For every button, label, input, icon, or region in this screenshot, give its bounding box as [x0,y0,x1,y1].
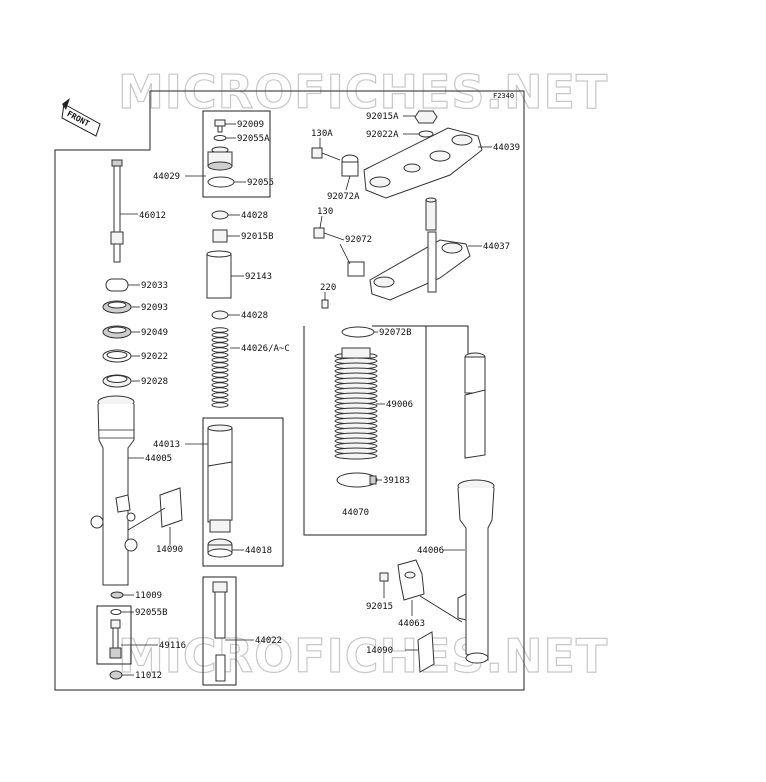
label-92049: 92049 [141,328,168,338]
outer-tube-44006 [457,479,495,664]
figure-code: F2340 [493,92,514,100]
boot-49006 [334,347,378,460]
clamp-92072 [347,261,365,277]
label-92072A: 92072A [327,192,360,202]
label-44022: 44022 [255,636,282,646]
label-220: 220 [320,283,336,293]
label-92015: 92015 [366,602,393,612]
gasket-92055B [110,609,122,615]
boot-group-box-top [426,325,469,380]
bushing-92028 [102,374,132,388]
clamp-92072A [341,154,359,177]
nut-11012 [109,670,123,680]
bushing-92049 [102,325,132,339]
collar-44018 [207,538,233,558]
rod-44022 [212,581,228,682]
label-92055: 92055 [247,178,274,188]
spacer-92143 [206,250,232,299]
band-39183 [336,472,378,488]
holder-44063 [397,559,425,601]
o-ring-92055A [213,135,227,141]
label-11012: 11012 [135,671,162,681]
label-92055B: 92055B [135,608,168,618]
caution-label-14090-left [159,487,183,528]
label-14090-left: 14090 [156,545,183,555]
lower-clamp-44037 [369,197,471,301]
label-92015B: 92015B [241,232,274,242]
o-ring-92055 [207,176,235,188]
seat-44028-lower [211,310,229,320]
washer-92022 [102,349,132,363]
label-39183: 39183 [383,476,410,486]
44022-group-box [202,576,237,686]
label-44018: 44018 [245,546,272,556]
adjuster-49116 [109,619,122,659]
label-44026: 44026/A~C [241,344,290,354]
inner-tube [464,352,486,459]
label-92009: 92009 [237,120,264,130]
bolt-220 [321,292,329,309]
label-14090-right: 14090 [366,646,393,656]
cap-44029 [207,146,233,171]
seat-44028-upper [211,210,229,220]
bolt-130 [313,227,345,241]
bolt-130A [311,147,341,161]
label-92055A: 92055A [237,134,270,144]
label-92072: 92072 [345,235,372,245]
label-44013: 44013 [153,440,180,450]
label-46012: 46012 [139,211,166,221]
bolt-11009 [110,591,124,599]
label-92028: 92028 [141,377,168,387]
44013-group-box [202,417,284,567]
label-130: 130 [317,207,333,217]
front-arrow-icon: FRONT [61,98,101,137]
label-44037: 44037 [483,242,510,252]
cap-group-box [202,110,271,198]
label-44005: 44005 [145,454,172,464]
upper-clamp-44039 [363,127,483,199]
fork-tube-46012 [110,159,124,263]
watermark-bottom: MICROFICHES.NET [118,629,608,683]
label-44063: 44063 [398,619,425,629]
label-44028-lower: 44028 [241,311,268,321]
outer-tube-44005 [90,395,138,586]
caution-label-14090-right [417,631,435,673]
label-92022: 92022 [141,352,168,362]
label-49116: 49116 [159,641,186,651]
label-44006: 44006 [417,546,444,556]
watermark-top: MICROFICHES.NET [118,65,608,119]
label-92072B: 92072B [379,328,412,338]
nut-92015A [414,110,438,124]
label-44029: 44029 [153,172,180,182]
label-49006: 49006 [386,400,413,410]
boot-group-box [303,325,427,536]
bolt-92009 [214,119,226,133]
assembly-frame [54,90,525,691]
49116-group-box [96,605,132,665]
label-92143: 92143 [245,272,272,282]
label-92033: 92033 [141,281,168,291]
label-92093: 92093 [141,303,168,313]
circlip-92033 [105,278,129,292]
label-130A: 130A [311,129,333,139]
label-44028-upper: 44028 [241,211,268,221]
seal-92093 [102,300,132,314]
label-11009: 11009 [135,591,162,601]
band-92072B [341,326,375,338]
cylinder-44013 [207,424,233,533]
label-92022A: 92022A [366,130,399,140]
label-44070: 44070 [342,508,369,518]
spring-44026 [211,327,229,408]
nut-92015B [212,229,228,243]
label-92015A: 92015A [366,112,399,122]
label-44039: 44039 [493,143,520,153]
bolt-92015 [379,572,389,582]
